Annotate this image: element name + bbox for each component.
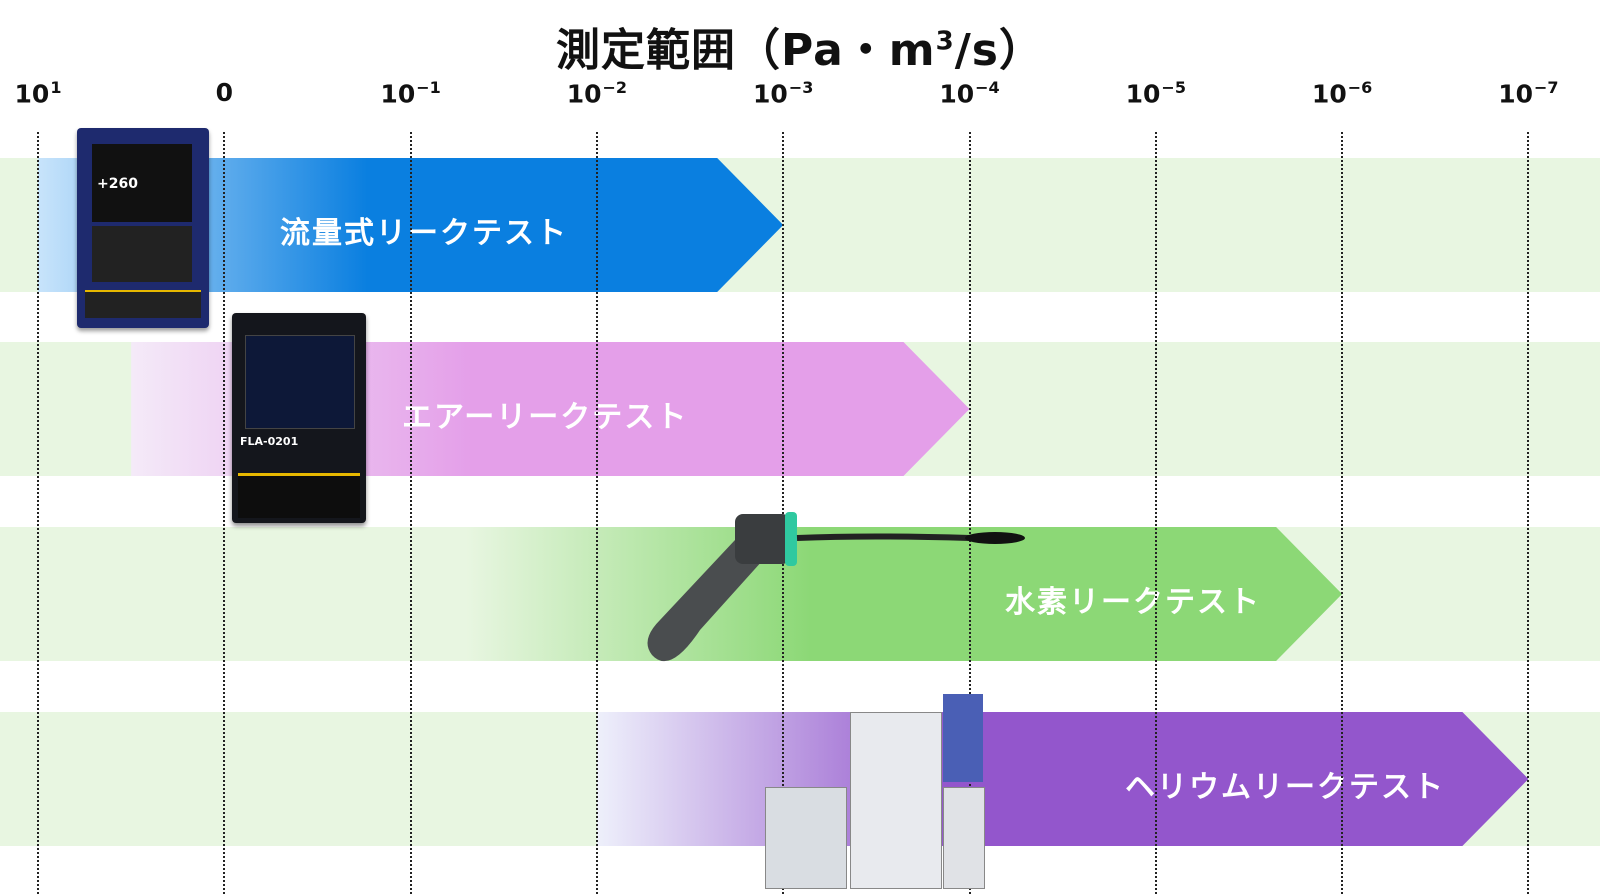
recovery-unit [765, 787, 847, 889]
gridline [1527, 132, 1530, 894]
x-tick-label: 101 [14, 78, 62, 109]
gridline [1154, 132, 1157, 894]
series-label: ヘリウムリークテスト [1125, 770, 1445, 805]
x-tick-label: 10−2 [566, 78, 628, 109]
x-tick-label: 10−3 [753, 78, 814, 109]
device-connector-strip [238, 473, 360, 518]
gridline [595, 132, 598, 894]
x-tick-label: 10−1 [380, 78, 441, 109]
chart-title: 測定範囲（Pa・m3/s） [556, 25, 1044, 76]
device-model-label: FLA-0201 [240, 435, 299, 448]
x-tick-label: 10−4 [939, 78, 1000, 109]
gridline [409, 132, 412, 894]
series-label: 流量式リークテスト [280, 216, 568, 251]
hydrogen-probe-image [647, 512, 1025, 662]
device-connector-strip [85, 290, 201, 318]
control-panel [943, 694, 983, 782]
device-screen [245, 335, 355, 429]
gridline [1341, 132, 1344, 894]
chamber-unit [850, 712, 942, 889]
x-tick-label: 0 [215, 78, 233, 107]
air-leak-tester-image: FLA-0201 [232, 313, 366, 523]
range-arrow [596, 712, 1528, 846]
gridline [37, 132, 39, 894]
gridline [782, 132, 785, 894]
range-arrow [466, 527, 1342, 661]
series-label: エアーリークテスト [402, 400, 689, 435]
x-tick-label: 10−5 [1125, 78, 1186, 109]
helium-leak-tester-image [765, 672, 985, 894]
flow-leak-tester-image: +260 [77, 128, 209, 328]
device-reading: +260 [97, 176, 138, 192]
gridline [968, 132, 971, 894]
device-screen [92, 144, 192, 222]
gridline [223, 132, 226, 894]
x-tick-label: 10−6 [1311, 78, 1373, 109]
base-unit [943, 787, 985, 889]
x-tick-label: 10−7 [1498, 78, 1559, 109]
series-label: 水素リークテスト [1005, 585, 1261, 620]
device-keypad [92, 226, 192, 282]
